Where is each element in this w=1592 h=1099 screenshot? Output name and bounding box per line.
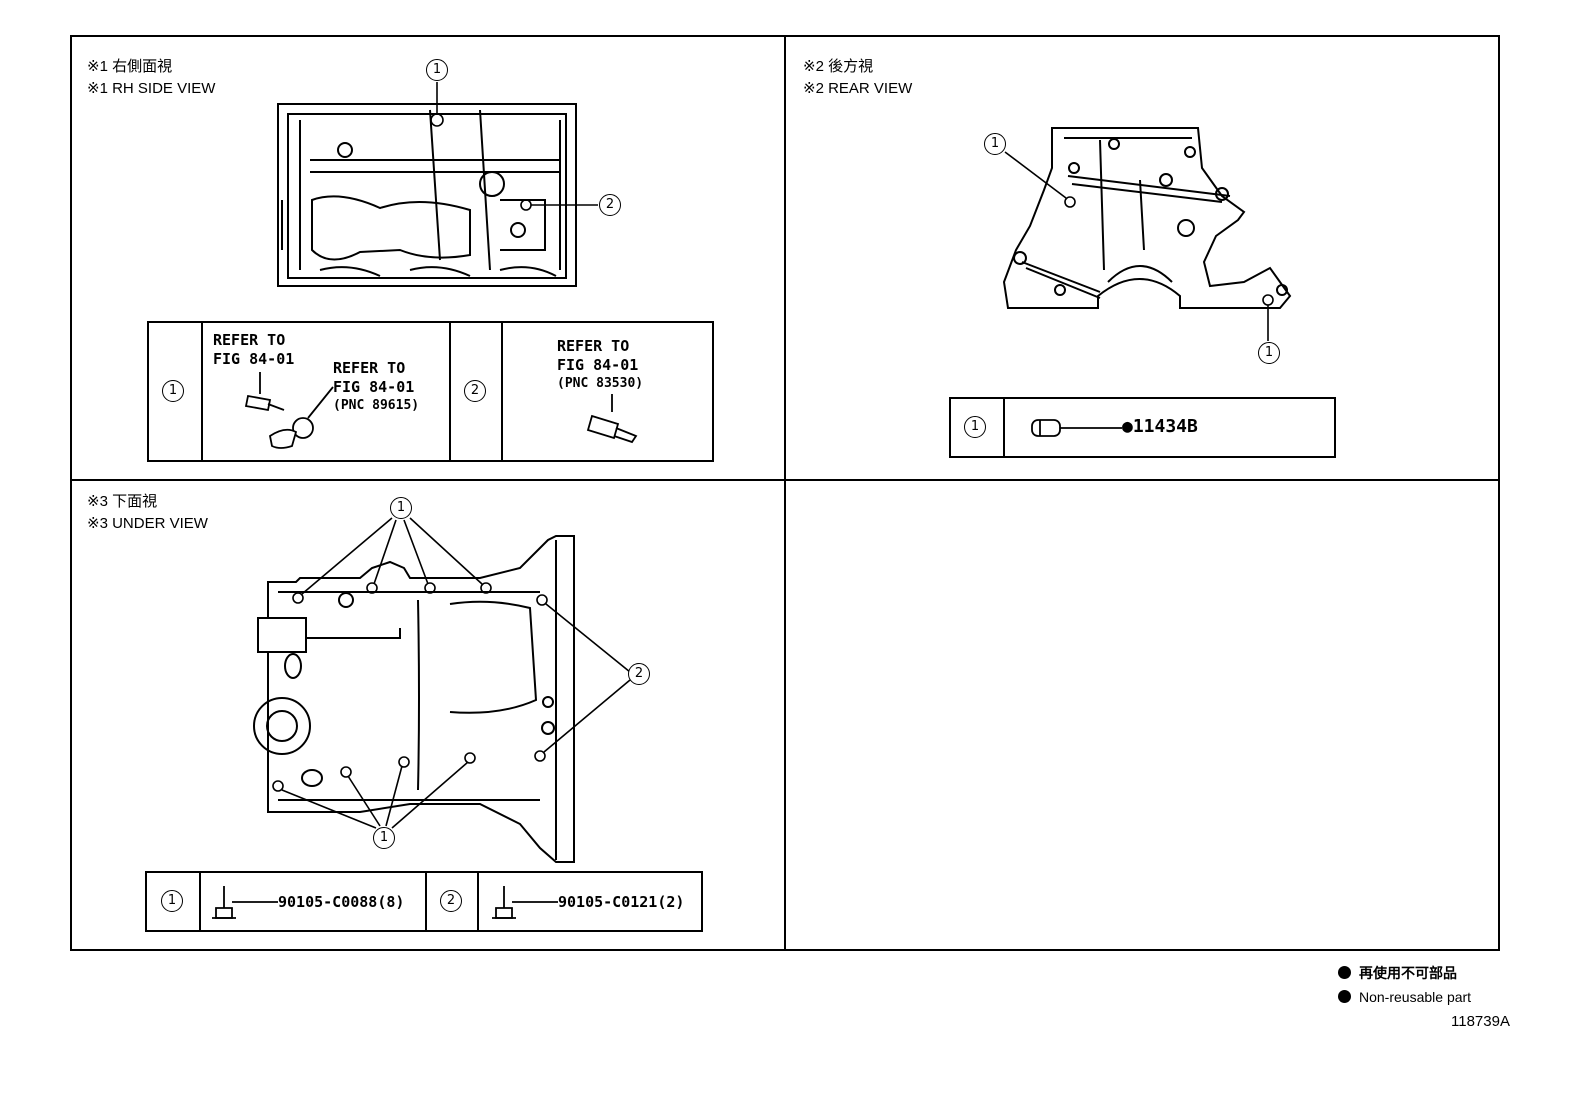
rh-item1-refer-line2: FIG 84-01 bbox=[213, 350, 295, 368]
rear-title-jp: ※2 後方視 bbox=[803, 58, 874, 75]
rh-item1b-pnc: (PNC 89615) bbox=[333, 398, 420, 413]
under-title-en: ※3 UNDER VIEW bbox=[87, 515, 208, 532]
rh-side-title-en: ※1 RH SIDE VIEW bbox=[87, 80, 216, 97]
under-table-item-2-number: 2 bbox=[440, 890, 462, 912]
rh-side-title-jp: ※1 右側面視 bbox=[87, 58, 173, 75]
rear-parts-table bbox=[949, 397, 1336, 458]
rh-item1b-refer-line2: FIG 84-01 bbox=[333, 378, 415, 396]
callout-2-rh-side: 2 bbox=[599, 194, 621, 216]
rear-title-en: ※2 REAR VIEW bbox=[803, 80, 913, 97]
legend-jp: 再使用不可部品 bbox=[1338, 963, 1457, 983]
rear-part-number: ●11434B bbox=[1122, 416, 1198, 437]
callout-1-rear-lower: 1 bbox=[1258, 342, 1280, 364]
legend-en: Non-reusable part bbox=[1338, 987, 1471, 1007]
under-part-number-1: 90105-C0088(8) bbox=[278, 893, 405, 911]
under-table-item-1-number: 1 bbox=[161, 890, 183, 912]
rh-table-item-1-number: 1 bbox=[162, 380, 184, 402]
under-title-jp: ※3 下面視 bbox=[87, 493, 158, 510]
callout-1-rear-upper: 1 bbox=[984, 133, 1006, 155]
rh-table-item-2-number: 2 bbox=[464, 380, 486, 402]
rh-item2-refer-line2: FIG 84-01 bbox=[557, 356, 639, 374]
under-part-number-2: 90105-C0121(2) bbox=[558, 893, 685, 911]
rh-item1-refer-line1: REFER TO bbox=[213, 331, 286, 349]
callout-1-under-top: 1 bbox=[390, 497, 412, 519]
non-reusable-dot-icon bbox=[1338, 966, 1351, 979]
panel-divider-vertical bbox=[784, 35, 786, 951]
rh-item1b-refer-line1: REFER TO bbox=[333, 359, 406, 377]
rear-table-item-1-number: 1 bbox=[964, 416, 986, 438]
panel-divider-horizontal bbox=[70, 479, 1500, 481]
callout-1-under-bottom: 1 bbox=[373, 827, 395, 849]
callout-1-rh-side: 1 bbox=[426, 59, 448, 81]
rh-item2-pnc: (PNC 83530) bbox=[557, 376, 644, 391]
callout-2-under: 2 bbox=[628, 663, 650, 685]
rh-item2-refer-line1: REFER TO bbox=[557, 337, 630, 355]
non-reusable-dot-icon bbox=[1338, 990, 1351, 1003]
figure-id: 118739A bbox=[1451, 1013, 1510, 1030]
